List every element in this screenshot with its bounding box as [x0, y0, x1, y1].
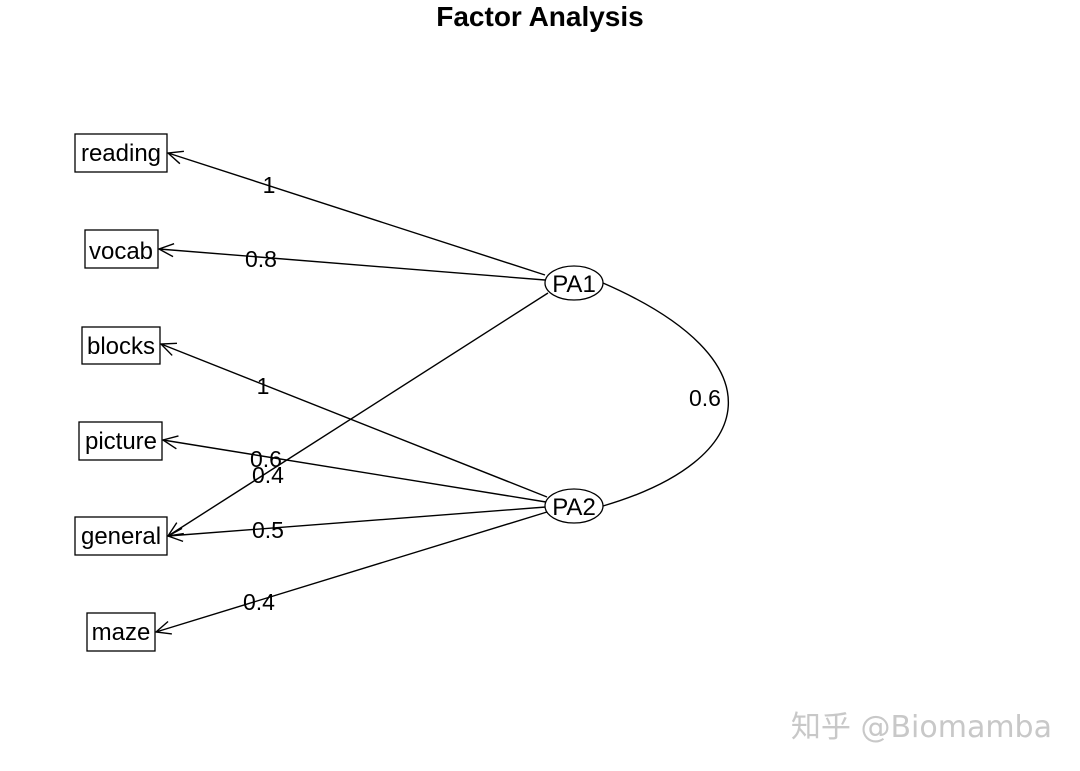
loading-edge-pa2-blocks [160, 343, 548, 498]
arrowhead-pa2-blocks [159, 342, 178, 356]
variable-box [74, 133, 168, 173]
arrowhead-pa1-vocab [157, 243, 175, 258]
variable-box [84, 229, 159, 269]
variable-general: general [74, 516, 168, 556]
loading-edge-pa2-general [167, 506, 547, 537]
factor-ellipse [544, 265, 604, 301]
variable-blocks: blocks [81, 326, 161, 365]
loading-label-pa1-reading: 1 [263, 172, 276, 198]
loading-edge-pa2-maze [155, 511, 548, 633]
loading-label-pa2-general: 0.5 [252, 517, 284, 543]
arrowhead-pa1-reading [166, 150, 184, 165]
variable-label: general [81, 523, 161, 550]
diagram-title: Factor Analysis [436, 1, 643, 32]
factor-ellipse [544, 488, 604, 524]
factor-label: PA2 [552, 494, 596, 521]
loading-label-pa1-vocab: 0.8 [245, 246, 277, 272]
variable-vocab: vocab [84, 229, 159, 269]
variable-box [86, 612, 156, 652]
loading-edge-pa2-picture [162, 439, 547, 503]
variable-box [81, 326, 161, 365]
loading-edge-pa1-general [167, 292, 549, 537]
loading-label-pa2-blocks: 1 [257, 373, 270, 399]
arrowhead-pa2-general [166, 527, 184, 543]
variable-box [74, 516, 168, 556]
arrowhead-pa2-maze [154, 620, 172, 635]
loading-label-pa2-maze: 0.4 [243, 589, 275, 615]
loading-edges [154, 150, 549, 635]
arrowhead-pa2-picture [161, 435, 179, 450]
variable-picture: picture [78, 421, 163, 461]
loading-label-pa2-picture: 0.6 [250, 446, 282, 472]
factor-pa2: PA2 [544, 488, 604, 524]
variable-label: reading [81, 140, 161, 167]
loading-edge-pa1-vocab [158, 248, 546, 281]
factor-pa1: PA1 [544, 265, 604, 301]
variable-maze: maze [86, 612, 156, 652]
variable-label: maze [92, 619, 151, 646]
factor-correlation-curve [602, 282, 729, 507]
loading-label-pa1-general: 0.4 [252, 462, 284, 488]
watermark-text: 知乎 @Biomamba [791, 710, 1052, 745]
variable-reading: reading [74, 133, 168, 173]
variable-box [78, 421, 163, 461]
loading-edge-pa1-reading [167, 152, 546, 276]
variable-label: picture [85, 428, 157, 455]
variable-label: blocks [87, 333, 155, 360]
factor-correlation-label: 0.6 [689, 385, 721, 411]
variable-label: vocab [89, 238, 153, 265]
factor-label: PA1 [552, 271, 596, 298]
